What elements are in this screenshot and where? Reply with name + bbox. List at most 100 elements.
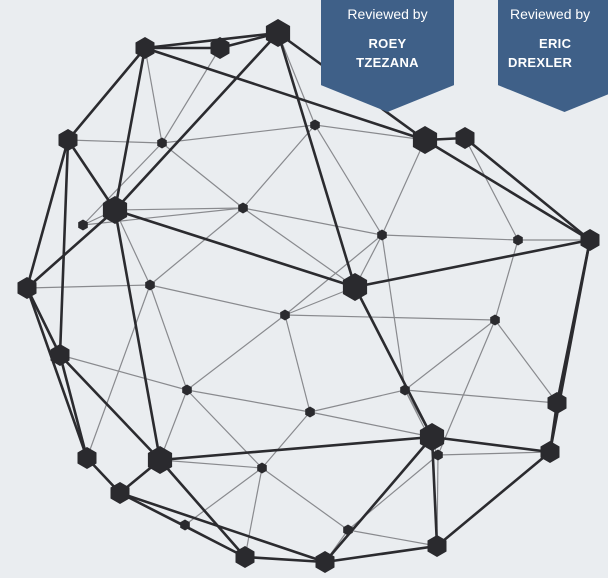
mesh-edge xyxy=(113,31,280,212)
mesh-edge xyxy=(323,544,439,564)
mesh-edge xyxy=(353,285,434,439)
mesh-edge xyxy=(149,207,244,286)
mesh-edge xyxy=(149,284,188,391)
mesh-edge xyxy=(114,209,151,286)
mesh-edge xyxy=(58,138,70,357)
mesh-node xyxy=(58,129,78,151)
mesh-edge xyxy=(82,207,244,226)
mesh-edge xyxy=(243,555,327,564)
mesh-node xyxy=(433,449,443,461)
reviewer-first-name: ERIC xyxy=(539,36,572,51)
mesh-edge xyxy=(347,529,438,547)
mesh-node xyxy=(305,406,315,418)
mesh-node xyxy=(238,202,248,214)
mesh-edge xyxy=(25,286,62,357)
mesh-edge xyxy=(82,142,163,226)
reviewed-by-label: Reviewed by xyxy=(510,6,591,22)
mesh-edge xyxy=(113,46,147,212)
mesh-edge xyxy=(161,142,244,209)
mesh-node xyxy=(310,119,320,131)
mesh-edge xyxy=(314,124,383,236)
mesh-node xyxy=(50,344,70,366)
mesh-node xyxy=(400,384,410,396)
reviewer-last-name: DREXLER xyxy=(508,55,573,70)
mesh-edge xyxy=(404,389,558,404)
mesh-edge xyxy=(58,353,162,462)
mesh-node xyxy=(412,126,438,154)
mesh-node xyxy=(145,279,155,291)
mesh-node xyxy=(280,309,290,321)
mesh-edge xyxy=(159,459,263,469)
mesh-node xyxy=(77,447,97,469)
mesh-edge xyxy=(113,208,357,289)
mesh-node xyxy=(257,462,267,474)
reviewer-last-name: TZEZANA xyxy=(356,55,419,70)
mesh-node xyxy=(78,219,88,231)
mesh-edge xyxy=(276,31,357,289)
mesh-edge xyxy=(494,319,558,404)
mesh-edge xyxy=(26,284,151,289)
mesh-node xyxy=(265,19,291,47)
mesh-node xyxy=(315,551,335,573)
reviewer-first-name: ROEY xyxy=(368,36,407,51)
mesh-edge xyxy=(381,234,519,241)
mesh-edge xyxy=(423,138,592,242)
mesh-edge xyxy=(435,450,552,548)
mesh-edge xyxy=(437,451,551,456)
mesh-edge xyxy=(59,354,188,391)
mesh-edge xyxy=(430,435,439,548)
reviewer-badge-eric: Reviewed by ERIC DREXLER xyxy=(498,0,608,112)
mesh-node xyxy=(377,229,387,241)
reviewed-by-label: Reviewed by xyxy=(347,6,428,22)
mesh-node xyxy=(182,384,192,396)
mesh-edge xyxy=(284,314,496,321)
mesh-edge xyxy=(25,286,89,460)
mesh-edge xyxy=(323,435,434,564)
mesh-edge xyxy=(242,124,316,209)
mesh-edge xyxy=(309,411,433,438)
mesh-edge xyxy=(144,47,163,144)
mesh-edge xyxy=(143,31,280,50)
mesh-node xyxy=(180,519,190,531)
mesh-edge xyxy=(242,207,383,236)
mesh-node xyxy=(540,441,560,463)
mesh-edge xyxy=(114,207,244,211)
mesh-node xyxy=(427,535,447,557)
mesh-edge xyxy=(404,319,496,391)
mesh-edge xyxy=(314,124,426,141)
mesh-edge xyxy=(381,139,426,236)
mesh-node xyxy=(157,137,167,149)
mesh-edge xyxy=(186,389,263,469)
mesh-edge xyxy=(143,46,427,142)
mesh-edge xyxy=(284,234,383,316)
mesh-edge xyxy=(86,284,151,459)
mesh-edge xyxy=(158,458,247,559)
mesh-node xyxy=(102,196,128,224)
mesh-edge xyxy=(494,239,519,321)
mesh-edge xyxy=(309,389,406,413)
mesh-node xyxy=(17,277,37,299)
mesh-edge xyxy=(25,208,117,290)
mesh-node xyxy=(419,423,445,451)
mesh-node xyxy=(455,127,475,149)
mesh-node xyxy=(547,392,567,414)
mesh-node xyxy=(135,37,155,59)
mesh-node xyxy=(235,546,255,568)
mesh-edge xyxy=(66,138,117,212)
mesh-edge xyxy=(67,139,163,144)
mesh-edge xyxy=(159,389,188,461)
mesh-edge xyxy=(277,32,316,126)
mesh-node xyxy=(210,37,230,59)
mesh-edge xyxy=(548,238,592,454)
mesh-edge xyxy=(184,467,263,526)
mesh-edge xyxy=(149,284,286,316)
mesh-node xyxy=(342,273,368,301)
mesh-edge xyxy=(381,234,406,391)
mesh-node xyxy=(580,229,600,251)
mesh-edge xyxy=(161,47,221,144)
mesh-edge xyxy=(118,491,327,564)
mesh-node xyxy=(490,314,500,326)
mesh-edge xyxy=(284,314,311,413)
mesh-edge xyxy=(25,138,70,290)
